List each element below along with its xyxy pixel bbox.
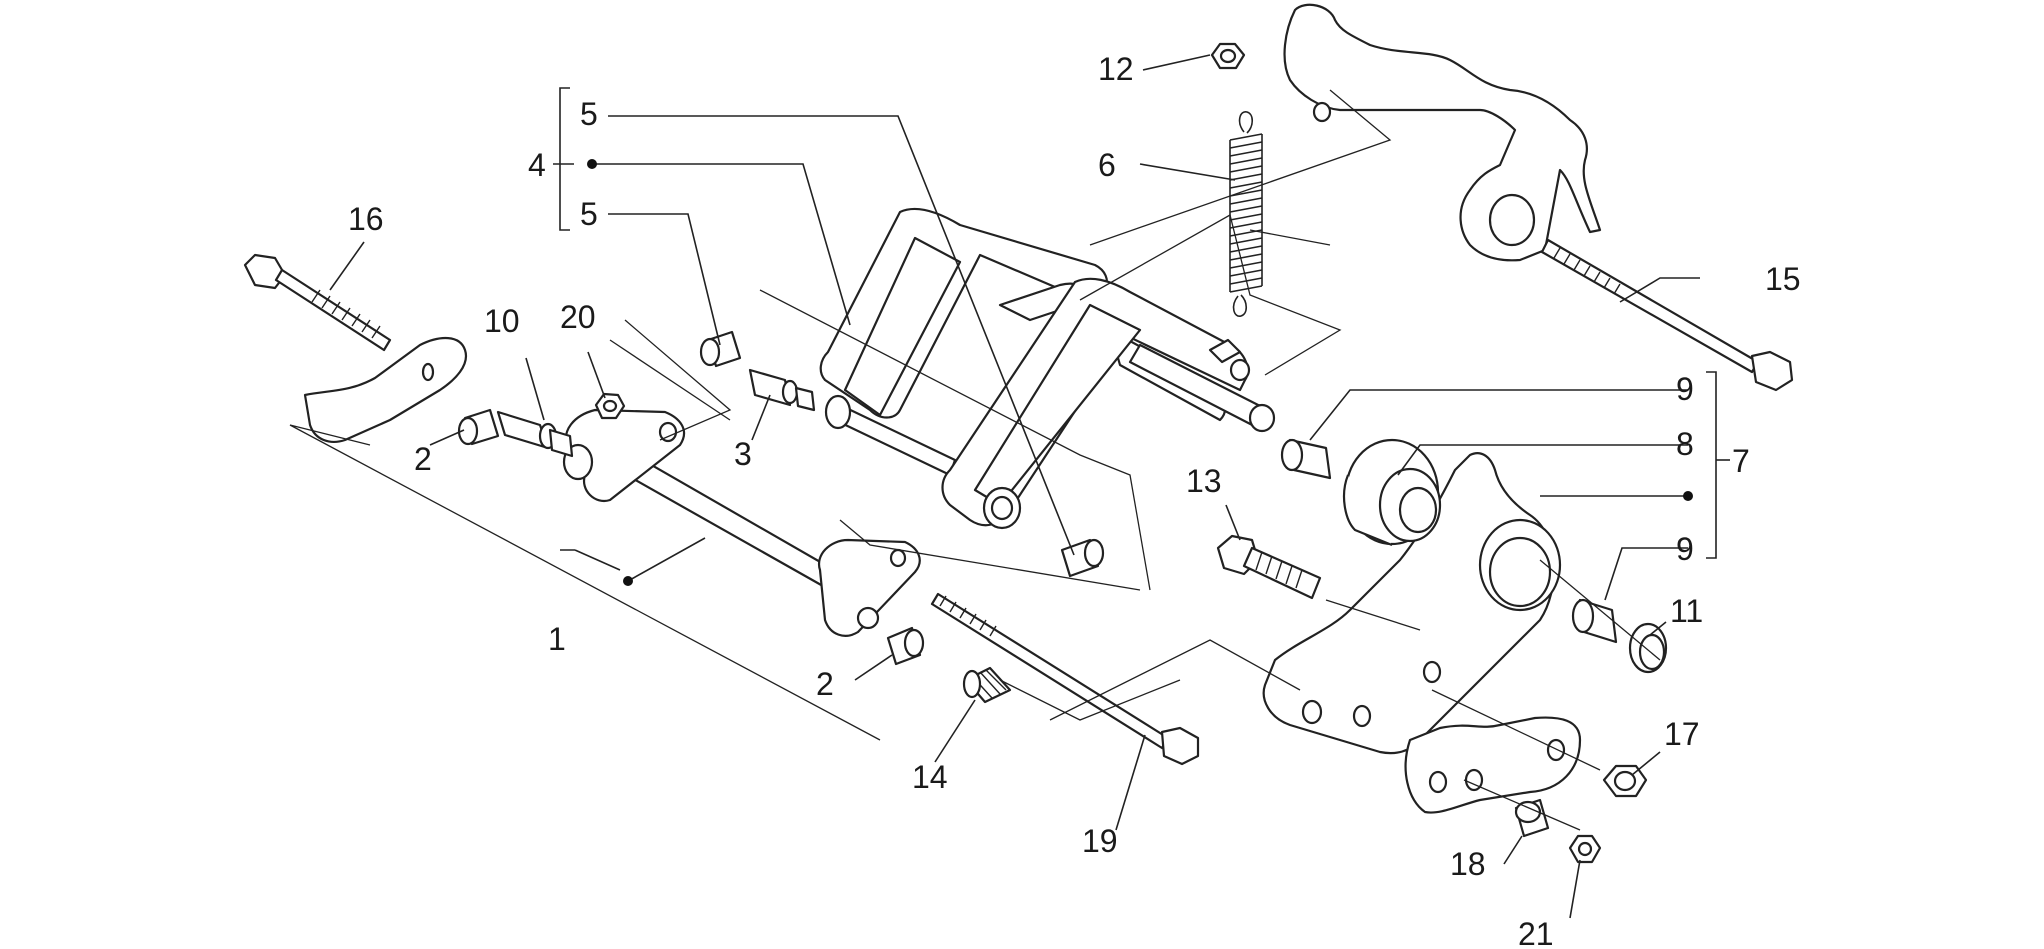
mount-plate [1404, 716, 1582, 814]
frame-bracket [1283, 3, 1602, 262]
callout-10: 10 [484, 303, 520, 339]
bearing-2a [457, 408, 500, 446]
circlip [1628, 622, 1668, 674]
callout-6: 6 [1098, 147, 1116, 183]
nut-17 [1602, 764, 1648, 798]
swing-arm-front [941, 277, 1276, 530]
frame-plate-left [303, 337, 468, 443]
callout-20: 20 [560, 299, 596, 335]
callout-4: 4 [528, 147, 546, 183]
callout-3: 3 [734, 436, 752, 472]
spring [1229, 111, 1263, 317]
callout-2b: 2 [816, 666, 834, 702]
bush-18 [1514, 798, 1550, 838]
callout-5a: 5 [580, 96, 598, 132]
spacer-3 [748, 368, 816, 412]
silent-block [1342, 438, 1442, 547]
spacer-10 [496, 410, 574, 458]
callout-8: 8 [1676, 426, 1694, 462]
callout-2a: 2 [414, 441, 432, 477]
bolt-13 [1216, 534, 1322, 600]
callout-14: 14 [912, 759, 948, 795]
bolt-15 [1540, 238, 1794, 392]
callout-21: 21 [1518, 916, 1554, 949]
engine-bracket [1262, 452, 1562, 755]
assembly-guide-lines [289, 89, 1661, 831]
assembly-dot-1 [623, 576, 633, 586]
callout-18: 18 [1450, 846, 1486, 882]
pivot-tube [562, 408, 921, 637]
callout-5b: 5 [580, 196, 598, 232]
callout-13: 13 [1186, 463, 1222, 499]
callout-16: 16 [348, 201, 384, 237]
bearing-5b [1060, 538, 1105, 578]
callout-labels: 1 2 2 3 4 5 5 6 7 8 9 9 10 11 12 13 14 1… [348, 51, 1801, 949]
bearing-2b [886, 626, 925, 666]
swing-arm-rear [819, 207, 1109, 419]
nut-20 [594, 392, 626, 420]
stud-14 [962, 666, 1012, 704]
callout-19: 19 [1082, 823, 1118, 859]
assembly-dot-4 [587, 159, 597, 169]
callout-7: 7 [1732, 443, 1750, 479]
assembly-dot-7 [1683, 491, 1693, 501]
callout-9b: 9 [1676, 531, 1694, 567]
bolt-19 [930, 592, 1200, 766]
callout-17: 17 [1664, 716, 1700, 752]
callout-1: 1 [548, 621, 566, 657]
nut-12 [1210, 42, 1246, 70]
bearing-5a [699, 330, 742, 368]
bolt-16 [243, 253, 392, 352]
leader-lines [329, 54, 1730, 919]
callout-9a: 9 [1676, 371, 1694, 407]
callout-11: 11 [1670, 593, 1703, 629]
bush-9a [1280, 438, 1332, 480]
nut-21 [1568, 834, 1602, 864]
bush-9b [1571, 598, 1618, 644]
callout-12: 12 [1098, 51, 1134, 87]
callout-15: 15 [1765, 261, 1801, 297]
